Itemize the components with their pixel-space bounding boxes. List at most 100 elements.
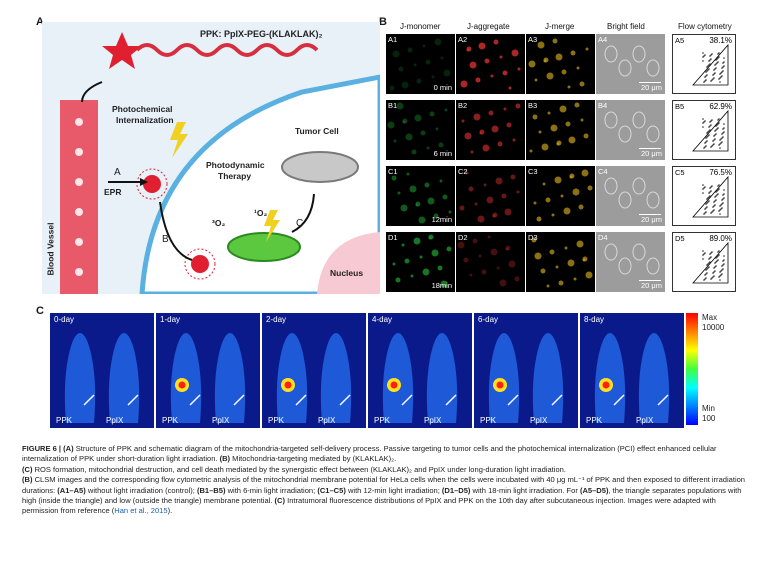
cell-label: A4 [598, 35, 608, 44]
caption-ref-c1c5: (C1–C5) [317, 485, 346, 495]
blood-vessel-label: Blood Vessel [45, 222, 56, 276]
scale-bar-label: 20 μm [641, 83, 662, 92]
irradiation-time: 12min [431, 215, 452, 224]
header-j-merge: J-merge [545, 22, 575, 31]
triplet-oxygen-label: ³O₂ [212, 218, 226, 228]
caption-text-b: Mitochondria-targeting mediated by (KLAK… [230, 454, 397, 464]
panel-b-cell-c2: C2 [456, 166, 525, 226]
cell-label: B1 [388, 101, 398, 110]
fluorescence-signal [531, 237, 593, 288]
ppk-mouse-label: PPK [586, 416, 603, 425]
panel-a-letter: A [36, 16, 44, 28]
panel-b-cell-c3: C3 [526, 166, 595, 226]
scale-bar-label: 20 μm [641, 215, 662, 224]
scale-bar [639, 279, 661, 281]
caption-text-b2: CLSM images and the corresponding flow c… [22, 475, 746, 495]
panel-b-cell-d3: D3 [526, 232, 595, 292]
caption-ref-b1b5: (B1–B5) [196, 485, 226, 495]
tumor-cell-label: Tumor Cell [295, 126, 339, 136]
panel-a-schematic: PPK: PpIX-PEG-(KLAKLAK)₂ Photochemical I… [42, 22, 380, 294]
cell-label: C3 [528, 167, 538, 176]
caption-reference-link[interactable]: Han et al., 2015 [114, 506, 168, 516]
panel-b-cell-a5: 38.1%A5 [672, 34, 736, 94]
panel-b-cell-b4: B4 20 μm [596, 100, 665, 160]
cell-label: B4 [598, 101, 608, 110]
ppix-mouse-label: PpIX [318, 416, 336, 425]
day-label: 4-day [372, 315, 393, 324]
header-j-aggregate: J-aggregate [467, 22, 510, 31]
fluorescence-signal [457, 235, 520, 287]
panel-b-cell-a3: A3 [526, 34, 595, 94]
fluorescence-signal [392, 234, 452, 288]
caption-text-a: Structure of PPK and schematic diagram o… [22, 444, 717, 464]
ppix-mouse-label: PpIX [424, 416, 442, 425]
ppk-mouse-label: PPK [56, 416, 73, 425]
route-c-label: C [296, 218, 304, 229]
fluorescence-signal [460, 39, 521, 90]
cell-label: D4 [598, 233, 608, 242]
epr-label: EPR [104, 187, 122, 197]
ppk-mouse-label: PPK [374, 416, 391, 425]
panel-b-cell-a4: A4 20 μm [596, 34, 665, 94]
colorbar-max-label: Max [702, 313, 718, 322]
figure-caption: FIGURE 6 | (A) Structure of PPK and sche… [22, 444, 754, 517]
cell-label: D2 [458, 233, 468, 242]
scale-bar-label: 20 μm [641, 149, 662, 158]
panel-b-cell-b2: B2 [456, 100, 525, 160]
intensity-colorbar [686, 313, 698, 425]
caption-figure-label: FIGURE 6 | (A) [22, 444, 74, 453]
irradiation-time: 18min [431, 281, 452, 290]
mouse-silhouettes [594, 333, 670, 423]
flow-cytometry-scatter [692, 109, 729, 152]
caption-text-c1c5: with 12-min light irradiation; [345, 485, 442, 495]
header-bright-field: Bright field [607, 22, 645, 31]
caption-ref-c: (C) [22, 464, 33, 474]
panel-b-cell-a1: A1 0 min [386, 34, 455, 94]
caption-ref-a5d5: (A5–D5) [579, 485, 609, 495]
fluorescence-signal [459, 171, 520, 223]
caption-text-b1b5: with 6-min light irradiation; [225, 485, 318, 495]
mouse-silhouettes [276, 333, 352, 423]
irradiation-time: 0 min [433, 83, 452, 92]
caption-ref-b: (B) [219, 454, 231, 464]
ppix-mouse-label: PpIX [212, 416, 230, 425]
nucleus-label: Nucleus [330, 268, 364, 278]
caption-text-a5d5: , the triangle separates populations wit… [22, 485, 742, 506]
flow-cytometry-scatter [692, 241, 729, 284]
colorbar-max-value: 10000 [702, 323, 725, 332]
caption-text-d1d5: with 18-min light irradiation. For [470, 485, 580, 495]
mouse-silhouettes [64, 333, 140, 423]
day-label: 0-day [54, 315, 75, 324]
panel-b-cell-b3: B3 [526, 100, 595, 160]
cell-label: A1 [388, 35, 398, 44]
ppix-mouse-label: PpIX [106, 416, 124, 425]
caption-ref-a1a5: (A1–A5) [57, 485, 86, 495]
panel-b-cell-d5: 89.0%D5 [672, 232, 736, 292]
scale-bar [639, 81, 661, 83]
fluorescence-signal [529, 102, 589, 153]
cell-label: D5 [675, 234, 685, 243]
caption-text-c2: Intratumoral fluorescence distributions … [22, 496, 716, 516]
cell-label: B2 [458, 101, 468, 110]
ppk-mouse-label: PPK [480, 416, 497, 425]
flow-cytometry-percentage: 62.9% [709, 102, 732, 111]
header-flow-cytometry: Flow cytometry [678, 22, 732, 31]
day-label: 8-day [584, 315, 605, 324]
header-j-monomer: J-monomer [400, 22, 441, 31]
day-label: 1-day [160, 315, 181, 324]
caption-text-c: ROS formation, mitochondrial destruction… [32, 464, 566, 474]
therapy-label: Therapy [218, 171, 252, 181]
caption-text-end: ). [167, 506, 173, 516]
bright-field-cells [604, 111, 660, 143]
fluorescence-signal [528, 38, 589, 89]
cell-label: B3 [528, 101, 538, 110]
caption-ref-c2: (C) [274, 496, 286, 506]
caption-ref-d1d5: (D1–D5) [441, 485, 471, 495]
fluorescence-signal [387, 102, 448, 155]
